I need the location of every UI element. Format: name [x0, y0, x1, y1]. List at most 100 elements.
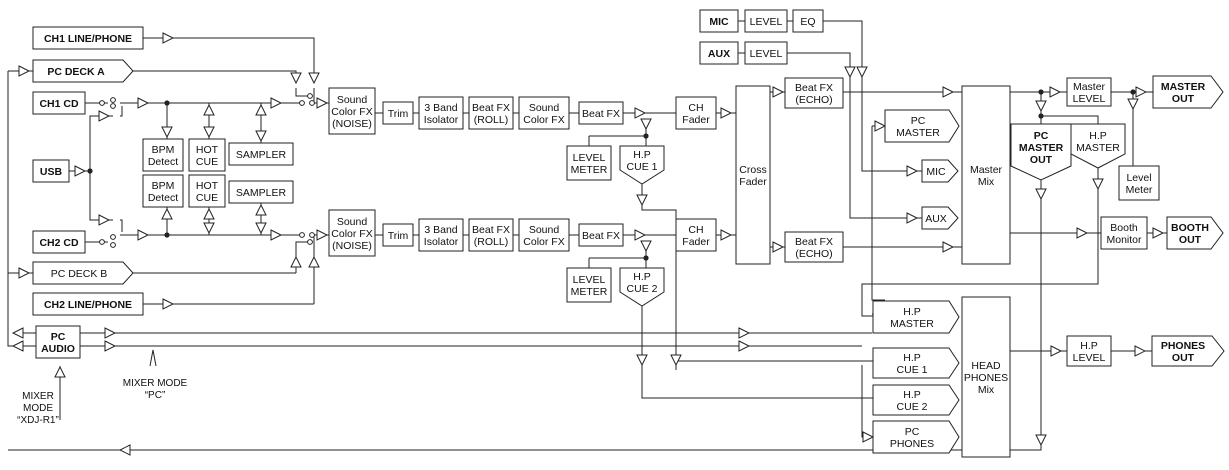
mixer-mode-pc-note: MIXER MODE“PC” [123, 378, 188, 401]
ch2-level-meter-box [566, 267, 612, 303]
arrow-icon [11, 327, 24, 339]
mic-to-send [861, 76, 922, 172]
arrow-icon [203, 222, 215, 235]
ch1-beat-fx-label: Beat FX [582, 108, 620, 120]
arrow-icon [772, 86, 785, 98]
mic-level-box [744, 9, 788, 33]
mic-input-box [699, 9, 739, 33]
usb-to-ch2 [69, 170, 113, 221]
arrow-icon [862, 431, 875, 443]
arrow-icon [104, 340, 117, 352]
usb-box [32, 159, 70, 183]
arrow-icon [1050, 345, 1063, 357]
arrow-icon [137, 229, 150, 241]
ch1-line-wire [143, 37, 315, 78]
ch2-trim-label: Trim [388, 230, 409, 242]
switch-contact [110, 103, 116, 109]
ch1-level-meter-box [566, 145, 612, 181]
pc-deck-a-wire [133, 70, 297, 78]
arrow-icon [308, 255, 320, 268]
ch1-beat-fx-echo-label: Beat FX(ECHO) [795, 82, 833, 106]
arrow-icon [161, 126, 173, 139]
ch1-sel-a [295, 88, 308, 97]
master-level-box [1066, 77, 1112, 107]
ch2-sound-color-fx-box [518, 218, 570, 252]
arrow-icon [738, 340, 751, 352]
ch2-line-phone-label: CH2 LINE/PHONE [44, 299, 132, 311]
arrow-icon [98, 214, 111, 226]
mic-send-box [921, 159, 959, 183]
mic-eq-box [792, 9, 824, 33]
aux-to-bus [787, 52, 851, 72]
arrow-icon [162, 298, 175, 310]
arrow-icon [316, 97, 329, 109]
arrow-icon [98, 110, 111, 122]
cross-fader-box [735, 85, 771, 265]
arrow-icon [906, 165, 919, 177]
level-meter-small-box [1118, 165, 1160, 201]
arrow-icon [290, 255, 302, 268]
phones-out-box [1151, 335, 1225, 367]
master-mix-box [961, 85, 1011, 265]
booth-out-box [1166, 216, 1224, 250]
junction-dot [643, 133, 649, 139]
arrow-icon [308, 72, 320, 85]
aux-input-box [699, 41, 739, 65]
signal-arrows [11, 32, 1165, 456]
arrow-icon [906, 212, 919, 224]
arrow-icon [720, 107, 733, 119]
arrow-icon [844, 66, 856, 79]
headphones-mix-box [961, 296, 1011, 458]
arrow-icon [670, 354, 682, 367]
ch2-trim-box [382, 223, 414, 247]
arrow-icon [255, 103, 267, 116]
arrow-icon [74, 165, 87, 177]
arrow-icon [636, 194, 648, 207]
ch2-cd-label: CH2 CD [39, 237, 79, 249]
ch2-sampler-box [228, 180, 294, 204]
ch2-ch-fader-box [675, 218, 717, 252]
pc-deck-b-label: PC DECK B [51, 268, 108, 280]
arrow-icon [255, 203, 267, 216]
arrow-icon [1035, 100, 1047, 113]
ch1-hot-cue-box [188, 138, 226, 172]
pc-audio-box [35, 325, 81, 359]
ch1-bpm-detect-box [142, 138, 184, 172]
arrow-icon [1152, 227, 1165, 239]
usb-to-ch1 [89, 115, 113, 171]
arrow-icon [1127, 98, 1139, 111]
arrow-icon [104, 327, 117, 339]
ch2-meter-tap [588, 257, 646, 268]
ch1-beat-fx-echo-box [784, 77, 844, 109]
mic-eq-label: EQ [800, 16, 815, 28]
booth-monitor-box [1100, 216, 1148, 250]
arrow-icon [18, 65, 31, 77]
pc-master-return [8, 180, 1042, 451]
arrow-icon [54, 365, 66, 378]
switch-contact [307, 93, 313, 99]
ch2-sel-a [295, 241, 308, 273]
arrow-icon [290, 72, 302, 85]
arrow-icon [137, 97, 150, 109]
ch1-cue-to-hp [675, 360, 873, 370]
arrow-icon [270, 97, 283, 109]
